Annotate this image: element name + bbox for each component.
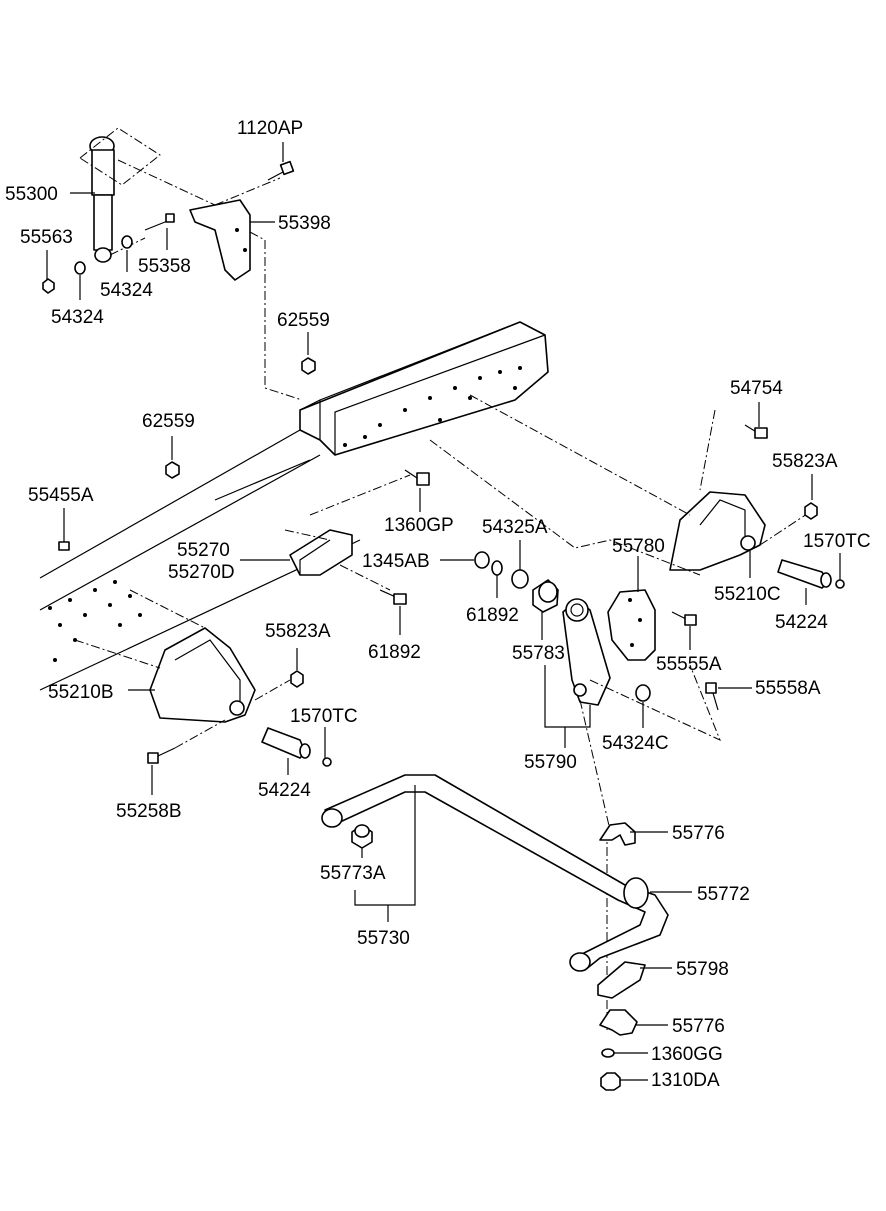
shock-mount-bracket (189, 199, 251, 281)
fitting-1570TC-upper (835, 579, 845, 589)
label-55772: 55772 (697, 884, 750, 905)
nut-1310DA (600, 1072, 621, 1091)
label-55780: 55780 (612, 536, 665, 557)
label-1120AP: 1120AP (237, 118, 303, 139)
plate-55798 (597, 961, 646, 999)
label-55555A: 55555A (656, 654, 722, 675)
washer-54325A (511, 569, 529, 589)
bushing-55783 (532, 579, 559, 613)
label-55270: 55270 (177, 540, 230, 561)
bolt-61892-lower (379, 589, 407, 605)
label-1310DA: 1310DA (651, 1070, 720, 1091)
bolt-55558A (705, 682, 719, 711)
fitting-1570TC-lower (322, 757, 332, 767)
label-55558A: 55558A (755, 678, 821, 699)
label-55776-b: 55776 (672, 1016, 725, 1037)
link-bracket-55780 (607, 589, 656, 661)
label-1570TC-b: 1570TC (290, 706, 358, 727)
washer-54324C (635, 684, 651, 702)
label-55258B: 55258B (116, 801, 182, 822)
label-61892-a: 61892 (466, 605, 519, 626)
label-55455A: 55455A (28, 485, 94, 506)
bolt-55555A (671, 611, 697, 626)
label-54224-a: 54224 (775, 612, 828, 633)
label-55776-a: 55776 (672, 823, 725, 844)
washer-54324-lower (74, 261, 86, 275)
clamp-55776-upper (599, 822, 636, 846)
nut-55823A-upper (804, 502, 818, 520)
label-55358: 55358 (138, 256, 191, 277)
nut-55823A-lower (290, 670, 304, 688)
label-1360GP: 1360GP (384, 515, 454, 536)
washer-54324-upper (121, 235, 133, 249)
label-55210B: 55210B (48, 682, 114, 703)
label-55210C: 55210C (714, 584, 781, 605)
bolt-55358 (144, 213, 175, 231)
stabilizer-bracket-55270 (289, 529, 353, 576)
label-55798: 55798 (676, 959, 729, 980)
label-55398: 55398 (278, 213, 331, 234)
label-54324C: 54324C (602, 733, 669, 754)
leader-lines (46, 142, 841, 1081)
bolt-55455A (58, 520, 70, 551)
part-labels: 1120AP 55300 55398 55563 55358 54324 543… (5, 118, 871, 1091)
label-1360GG: 1360GG (651, 1044, 723, 1065)
nut-55563 (42, 278, 55, 294)
label-55773A: 55773A (320, 863, 386, 884)
label-62559-a: 62559 (277, 310, 330, 331)
spring-hanger-55210B (149, 627, 256, 723)
label-62559-b: 62559 (142, 411, 195, 432)
bushing-1345AB (474, 551, 490, 569)
label-55300: 55300 (5, 184, 58, 205)
bolt-1120AP (267, 160, 295, 181)
spring-pin-54224-left (261, 727, 311, 759)
clamp-55776-lower (599, 1009, 638, 1036)
label-55730: 55730 (357, 928, 410, 949)
frame-rail-lower (39, 429, 361, 691)
label-54325A: 54325A (482, 517, 548, 538)
spring-pin-54224-right (777, 559, 832, 589)
bolt-55258B (147, 747, 176, 764)
spring-hanger-55210C (669, 491, 766, 571)
washer-1360GG (601, 1048, 615, 1058)
bolt-1360GP (404, 469, 430, 486)
label-55823A-a: 55823A (772, 451, 838, 472)
label-55270D: 55270D (168, 562, 235, 583)
label-55563: 55563 (20, 227, 73, 248)
label-1570TC-a: 1570TC (803, 531, 871, 552)
label-54324-a: 54324 (100, 280, 153, 301)
label-55790: 55790 (524, 752, 577, 773)
stabilizer-bar-55730 (321, 774, 669, 972)
bushing-55773A (351, 824, 373, 849)
washer-61892-upper (491, 560, 503, 576)
label-54224-b: 54224 (258, 780, 311, 801)
label-54324-b: 54324 (51, 307, 104, 328)
label-54754: 54754 (730, 378, 783, 399)
stabilizer-link-55790 (562, 598, 611, 706)
label-61892-b: 61892 (368, 642, 421, 663)
nut-62559-upper (301, 357, 316, 375)
frame-rail-upper (299, 321, 549, 456)
label-1345AB: 1345AB (362, 551, 430, 572)
label-55783: 55783 (512, 643, 565, 664)
shock-absorber (89, 136, 115, 263)
nut-62559-lower (165, 461, 180, 479)
bolt-54754 (744, 424, 768, 439)
label-55823A-b: 55823A (265, 621, 331, 642)
